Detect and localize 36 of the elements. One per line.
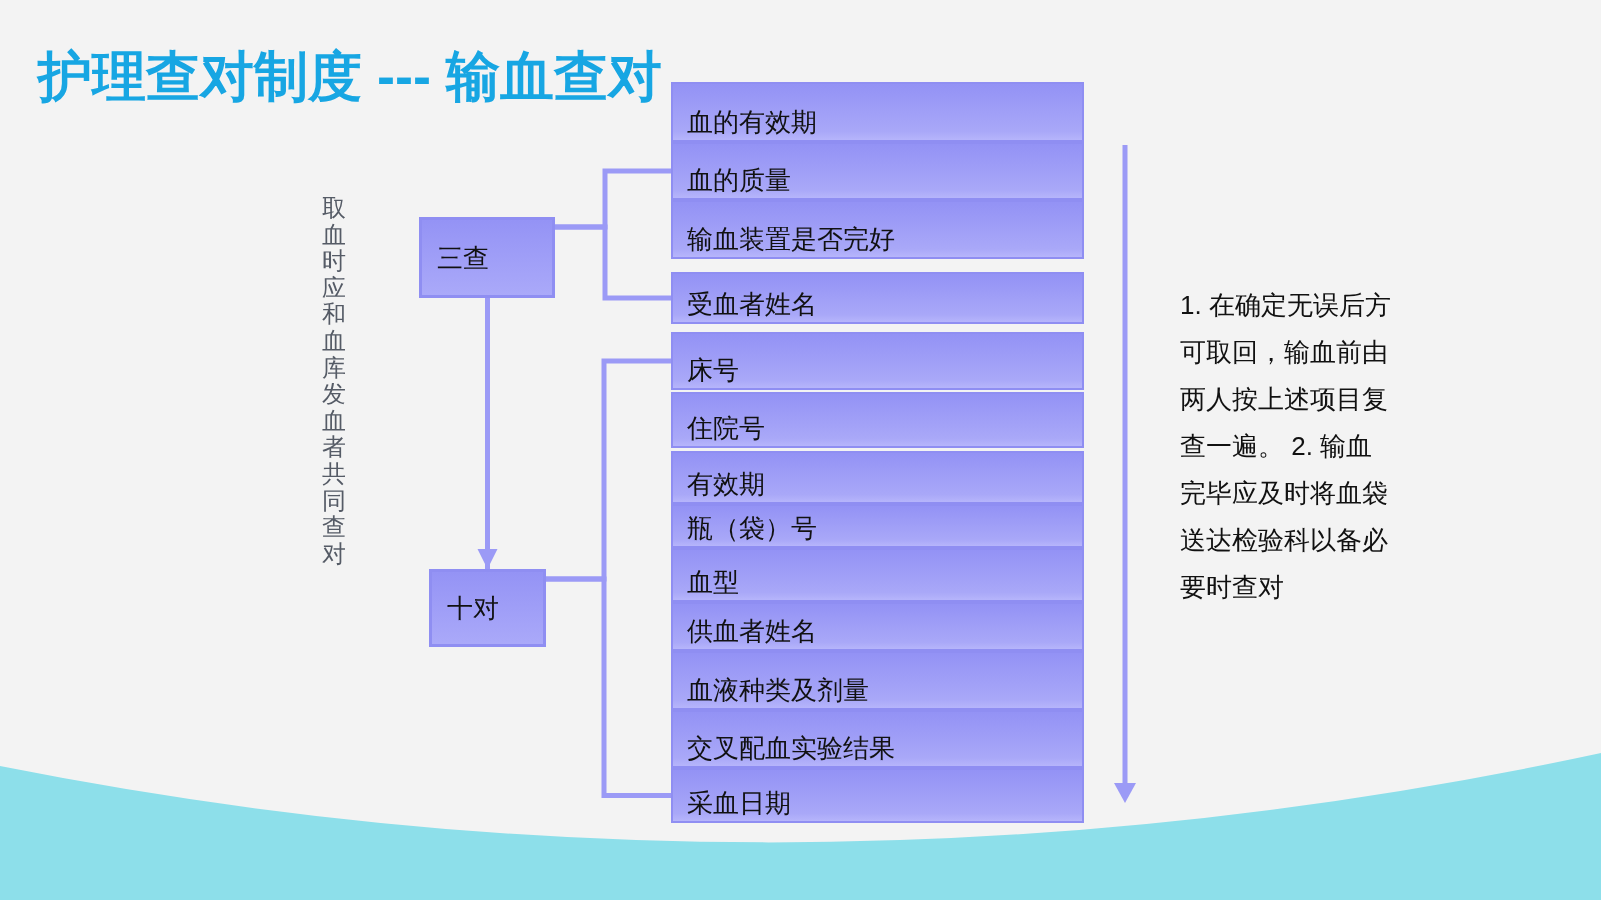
item-label: 血的质量: [687, 164, 791, 196]
item-label: 交叉配血实验结果: [687, 732, 895, 764]
slide-title: 护理查对制度 --- 输血查对: [38, 45, 662, 108]
category-label: 十对: [447, 592, 499, 624]
item-label: 血的有效期: [687, 106, 817, 138]
item-label: 采血日期: [687, 787, 791, 819]
item-bar: [671, 142, 1084, 200]
arrow: [477, 298, 498, 569]
item-bar: [671, 548, 1084, 602]
item-bar: [671, 651, 1084, 710]
item-bar: [671, 200, 1084, 259]
item-bar: [671, 710, 1084, 768]
category-box: [429, 569, 546, 647]
item-bar: [671, 504, 1084, 548]
item-label: 瓶（袋）号: [687, 512, 817, 544]
category-box: [419, 217, 555, 298]
connector-line: [555, 224, 671, 301]
item-label: 有效期: [687, 468, 765, 500]
item-bar: [671, 602, 1084, 651]
item-label: 受血者姓名: [687, 288, 817, 320]
item-bar: [671, 392, 1084, 448]
item-bar: [671, 332, 1084, 390]
item-label: 供血者姓名: [687, 615, 817, 647]
item-bar: [671, 768, 1084, 823]
item-label: 血型: [687, 566, 739, 598]
item-label: 输血装置是否完好: [687, 223, 895, 255]
item-bar: [671, 82, 1084, 142]
note-text: 1. 在确定无误后方可取回，输血前由两人按上述项目复查一遍。 2. 输血完毕应及时将血袋送达检验科以备必要时查对: [1180, 289, 1392, 604]
category-label: 三查: [437, 241, 489, 274]
vertical-note: 取血时应和血库发血者共同查对: [321, 195, 347, 568]
connector-line: [546, 576, 671, 798]
item-label: 住院号: [687, 412, 765, 444]
item-label: 血液种类及剂量: [687, 674, 869, 706]
item-bar: [671, 272, 1084, 324]
item-bar: [671, 451, 1084, 504]
item-label: 床号: [687, 354, 739, 386]
